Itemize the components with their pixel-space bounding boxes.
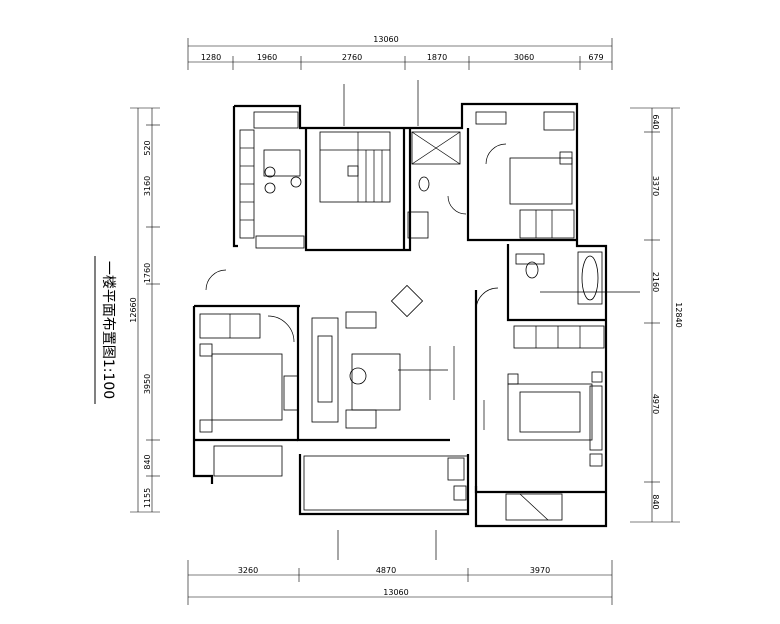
right-seg-dim: 2160 [651,272,660,292]
top-seg-dim: 1280 [201,53,221,62]
right-seg-dim: 840 [651,494,660,509]
left-dimension-chain [130,107,160,513]
bedroom-north [475,111,575,239]
right-dimension-chain [630,107,680,523]
right-seg-dim: 640 [651,114,660,129]
top-seg-dim: 1870 [427,53,447,62]
bedroom-west [199,313,299,477]
bathroom-upper [407,131,461,239]
left-seg-dim: 1155 [143,488,152,508]
master-bedroom [453,346,603,521]
left-seg-dim: 3160 [143,176,152,196]
bottom-seg-dim: 3260 [238,566,258,575]
bottom-dimension-chain [187,560,613,605]
top-seg-dim: 1960 [257,53,277,62]
walls [192,102,608,528]
left-total-dim: 12660 [129,297,138,322]
door-swings [205,195,499,311]
top-seg-dim: 2760 [342,53,362,62]
right-seg-dim: 4970 [651,394,660,414]
top-total-dim: 13060 [373,35,398,44]
living-room [311,284,448,429]
left-seg-dim: 840 [143,454,152,469]
top-dimension-chain [187,38,613,70]
kitchen [239,111,305,249]
bottom-seg-dim: 4870 [376,566,396,575]
top-seg-dim: 679 [588,53,603,62]
bottom-balcony [303,455,469,560]
top-seg-dim: 3060 [514,53,534,62]
right-seg-dim: 3370 [651,176,660,196]
master-bath [513,251,640,349]
right-total-dim: 12840 [674,302,683,327]
drawing-title: 一楼平面布置图1:100 [100,261,116,399]
stair-and-hall [319,80,419,203]
left-seg-dim: 1760 [143,263,152,283]
left-seg-dim: 3950 [143,374,152,394]
bottom-seg-dim: 3970 [530,566,550,575]
left-seg-dim: 520 [143,140,152,155]
bottom-total-dim: 13060 [383,588,408,597]
